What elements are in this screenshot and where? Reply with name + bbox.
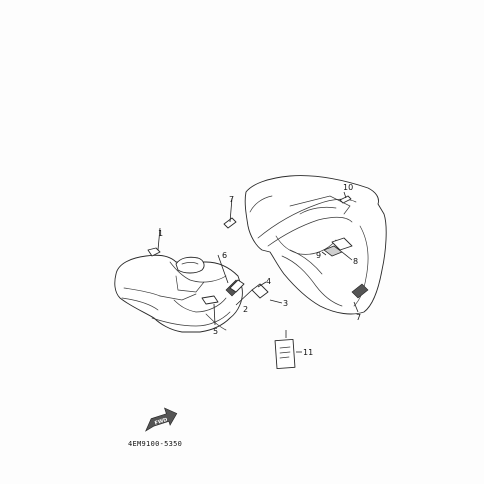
callout-2: 2: [243, 305, 248, 314]
callout-7-side: 7: [356, 313, 361, 322]
drawing-code: 4EM9100-5350: [128, 440, 182, 448]
forward-direction-arrow: FWD: [145, 407, 178, 432]
rear-fender: [223, 175, 387, 315]
callout-3: 3: [283, 299, 288, 308]
callout-7-top: 7: [229, 195, 234, 204]
callout-1: 1: [158, 229, 163, 238]
front-fender: [114, 247, 243, 333]
callout-9: 9: [316, 251, 321, 260]
owners-manual-sheet: [274, 338, 296, 370]
callout-11: 11: [303, 348, 313, 357]
fwd-label: FWD: [154, 417, 168, 427]
callout-labels: 1 2 3 4 5 6 7 7 8 9 10 11: [158, 183, 361, 357]
callout-4: 4: [266, 277, 271, 286]
callout-5: 5: [213, 327, 218, 336]
callout-6: 6: [222, 251, 227, 260]
callout-10: 10: [343, 183, 353, 192]
leader-lines: [157, 191, 359, 353]
center-decals: [201, 279, 269, 305]
callout-8: 8: [353, 257, 358, 266]
